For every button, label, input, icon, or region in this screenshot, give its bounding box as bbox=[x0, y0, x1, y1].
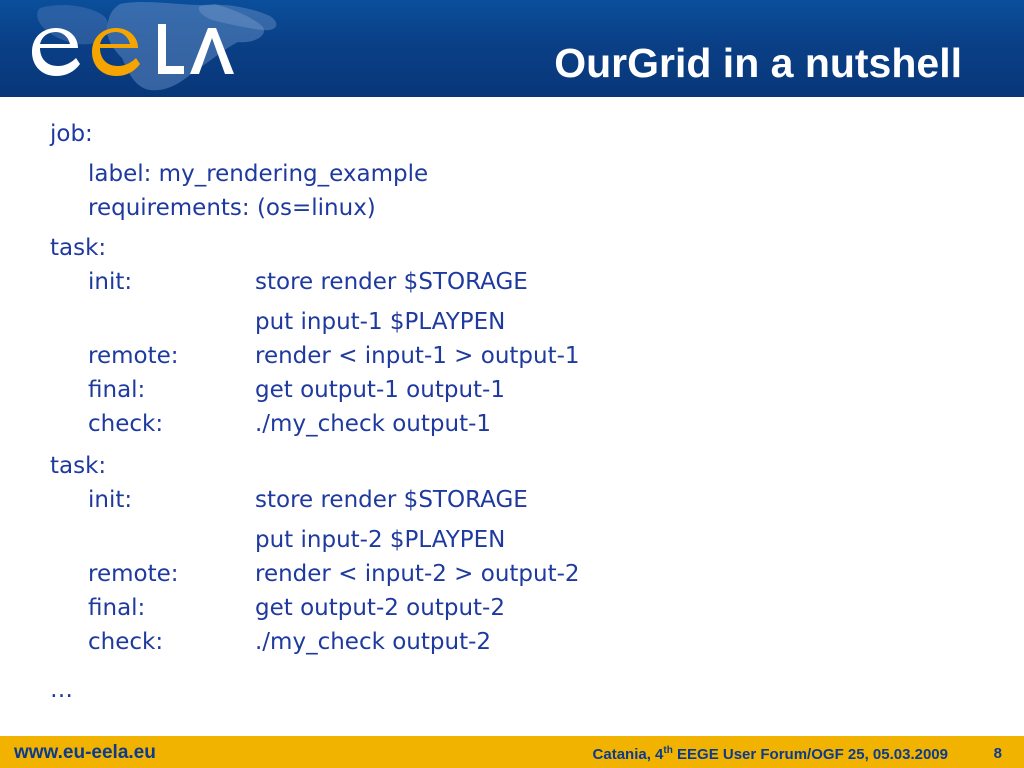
footer-event-text: Catania, 4th EEGE User Forum/OGF 25, 05.… bbox=[593, 745, 948, 763]
slide-footer: www.eu-eela.eu Catania, 4th EEGE User Fo… bbox=[0, 736, 1024, 768]
task-row-value: store render $STORAGE bbox=[255, 269, 528, 295]
task-row-key: init: bbox=[88, 487, 133, 513]
ellipsis: … bbox=[50, 677, 73, 703]
world-map-graphic bbox=[37, 2, 277, 91]
footer-event-suffix: EEGE User Forum/OGF 25, 05.03.2009 bbox=[672, 746, 948, 763]
job-label: job: bbox=[50, 121, 93, 147]
task-row-value: ./my_check output-1 bbox=[255, 411, 492, 437]
task-row-key: check: bbox=[88, 411, 164, 437]
slide-title: OurGrid in a nutshell bbox=[554, 40, 962, 86]
job-field-label: label: my_rendering_example bbox=[88, 161, 429, 187]
task-row-key: final: bbox=[88, 595, 146, 621]
task-row-value: put input-1 $PLAYPEN bbox=[255, 309, 506, 335]
task-row-value: store render $STORAGE bbox=[255, 487, 528, 513]
slide-header: OurGrid in a nutshell bbox=[0, 0, 1024, 97]
eela-logo bbox=[22, 18, 242, 80]
task-row-value: render < input-1 > output-1 bbox=[255, 343, 580, 369]
task-label: task: bbox=[50, 453, 107, 479]
task-row-key: final: bbox=[88, 377, 146, 403]
task-row-key: check: bbox=[88, 629, 164, 655]
task-row-value: get output-1 output-1 bbox=[255, 377, 505, 403]
task-row-value: put input-2 $PLAYPEN bbox=[255, 527, 506, 553]
task-row-key: remote: bbox=[88, 343, 179, 369]
slide-content: job: label: my_rendering_example require… bbox=[0, 110, 1024, 720]
footer-url-link[interactable]: www.eu-eela.eu bbox=[14, 742, 156, 763]
eela-logo-graphic bbox=[32, 24, 234, 76]
page-number: 8 bbox=[993, 745, 1002, 762]
task-row-key: remote: bbox=[88, 561, 179, 587]
footer-event-prefix: Catania, 4 bbox=[592, 746, 664, 763]
task-row-value: ./my_check output-2 bbox=[255, 629, 492, 655]
task-label: task: bbox=[50, 235, 107, 261]
footer-event-superscript: th bbox=[663, 745, 673, 756]
job-field-requirements: requirements: (os=linux) bbox=[88, 195, 376, 221]
task-row-key: init: bbox=[88, 269, 133, 295]
task-row-value: render < input-2 > output-2 bbox=[255, 561, 580, 587]
task-row-value: get output-2 output-2 bbox=[255, 595, 505, 621]
